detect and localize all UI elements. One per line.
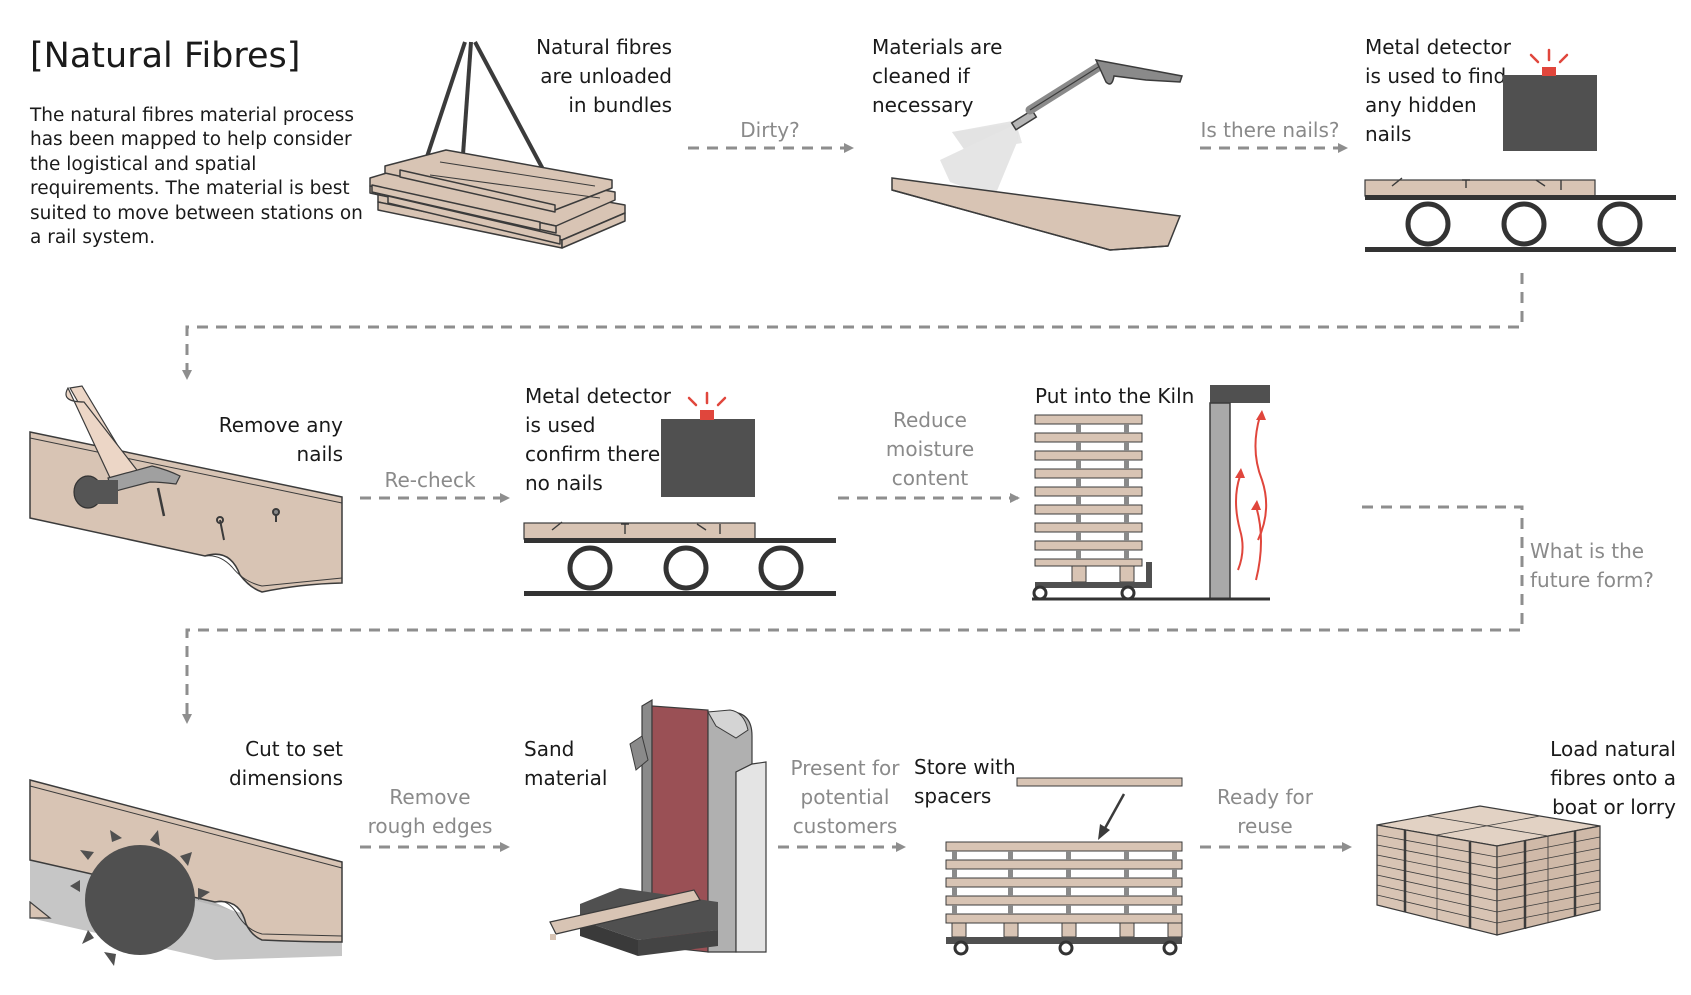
step-label-line: Materials are xyxy=(872,35,1003,59)
step-label-load: Load natural fibres onto a boat or lorry xyxy=(1550,735,1676,822)
metal-detector-2 xyxy=(523,391,836,596)
step-label-line: Load natural xyxy=(1550,737,1676,761)
storage-rack-illustration xyxy=(945,777,1183,956)
metal-detector-1 xyxy=(1364,48,1676,252)
step-label-store: Store with spacers xyxy=(914,753,1016,811)
bundle-illustration xyxy=(369,41,626,249)
step-label-line: Metal detector xyxy=(525,384,672,408)
diagram-title: [Natural Fibres] xyxy=(30,36,301,76)
connector-label-line: Remove xyxy=(389,785,471,809)
connector-label-line: Re-check xyxy=(384,468,476,492)
step-label-line: necessary xyxy=(872,93,974,117)
connector-label-line: rough edges xyxy=(367,814,493,838)
step-label-line: is used xyxy=(525,413,596,437)
connector-label-ready: Ready for reuse xyxy=(1200,783,1330,841)
connector-label-line: customers xyxy=(792,814,898,838)
pressure-washer-illustration xyxy=(891,59,1183,251)
step-label-kiln: Put into the Kiln xyxy=(1035,382,1194,411)
step-label-line: Store with xyxy=(914,755,1016,779)
belt-sander-illustration xyxy=(549,698,767,956)
step-label-detect: Metal detector is used to find any hidden n… xyxy=(1365,33,1511,149)
step-label-clean: Materials are cleaned if necessary xyxy=(872,33,1002,120)
step-label-line: Cut to set xyxy=(245,737,343,761)
step-label-line: Natural fibres xyxy=(536,35,672,59)
connector-label-re-check: Re-check xyxy=(375,466,485,495)
step-label-line: dimensions xyxy=(228,766,343,790)
wrap-line-row2 xyxy=(182,505,1524,724)
connector-label-future-form: What is the future form? xyxy=(1530,537,1654,595)
connector-label-line: Is there nails? xyxy=(1200,118,1340,142)
step-label-cut: Cut to set dimensions xyxy=(229,735,343,793)
kiln-illustration xyxy=(1032,385,1270,601)
step-label-line: spacers xyxy=(914,784,992,808)
step-label-line: nails xyxy=(296,442,343,466)
step-label-line: confirm there's xyxy=(525,442,677,466)
wrap-line-row1 xyxy=(182,273,1524,380)
loaded-bundles-illustration xyxy=(1376,805,1601,936)
intro-paragraph: The natural fibres material process has … xyxy=(30,105,363,249)
step-label-line: Remove any xyxy=(218,413,343,437)
step-label-line: is used to find xyxy=(1365,64,1507,88)
step-label-line: Sand xyxy=(524,737,575,761)
step-label-line: Metal detector xyxy=(1365,35,1512,59)
connector-label-line: Present for xyxy=(790,756,900,780)
connector-label-line: reuse xyxy=(1237,814,1293,838)
connector-label-line: Ready for xyxy=(1217,785,1313,809)
connector-label-line: Reduce xyxy=(893,408,967,432)
connector-label-nails-question: Is there nails? xyxy=(1195,116,1345,145)
connector-label-reduce-moisture: Reduce moisture content xyxy=(870,406,990,493)
step-label-line: fibres onto a xyxy=(1550,766,1676,790)
step-label-remove-nails: Remove any nails xyxy=(219,411,343,469)
connector-label-present: Present for potential customers xyxy=(780,754,910,841)
step-label-line: boat or lorry xyxy=(1552,795,1676,819)
connector-label-line: content xyxy=(891,466,969,490)
connector-label-line: potential xyxy=(800,785,890,809)
step-label-line: nails xyxy=(1365,122,1412,146)
step-label-unload: Natural fibres are unloaded in bundles xyxy=(536,33,672,120)
step-label-line: cleaned if xyxy=(872,64,970,88)
connector-label-rough-edges: Remove rough edges xyxy=(365,783,495,841)
step-label-recheck: Metal detector is used confirm there's no n… xyxy=(525,382,676,498)
connector-label-dirty: Dirty? xyxy=(715,116,825,145)
step-label-line: material xyxy=(524,766,608,790)
connector-label-line: moisture xyxy=(885,437,975,461)
step-label-line: are unloaded xyxy=(540,64,672,88)
step-label-line: in bundles xyxy=(568,93,672,117)
connector-label-line: future form? xyxy=(1530,568,1654,592)
connector-label-line: Dirty? xyxy=(740,118,800,142)
step-label-line: any hidden xyxy=(1365,93,1477,117)
step-label-sand: Sand material xyxy=(524,735,607,793)
step-label-line: Put into the Kiln xyxy=(1035,384,1195,408)
saw-cutting-illustration xyxy=(29,779,343,966)
step-label-line: no nails xyxy=(525,471,603,495)
nail-removal-illustration xyxy=(29,385,343,593)
connector-label-line: What is the xyxy=(1530,539,1645,563)
